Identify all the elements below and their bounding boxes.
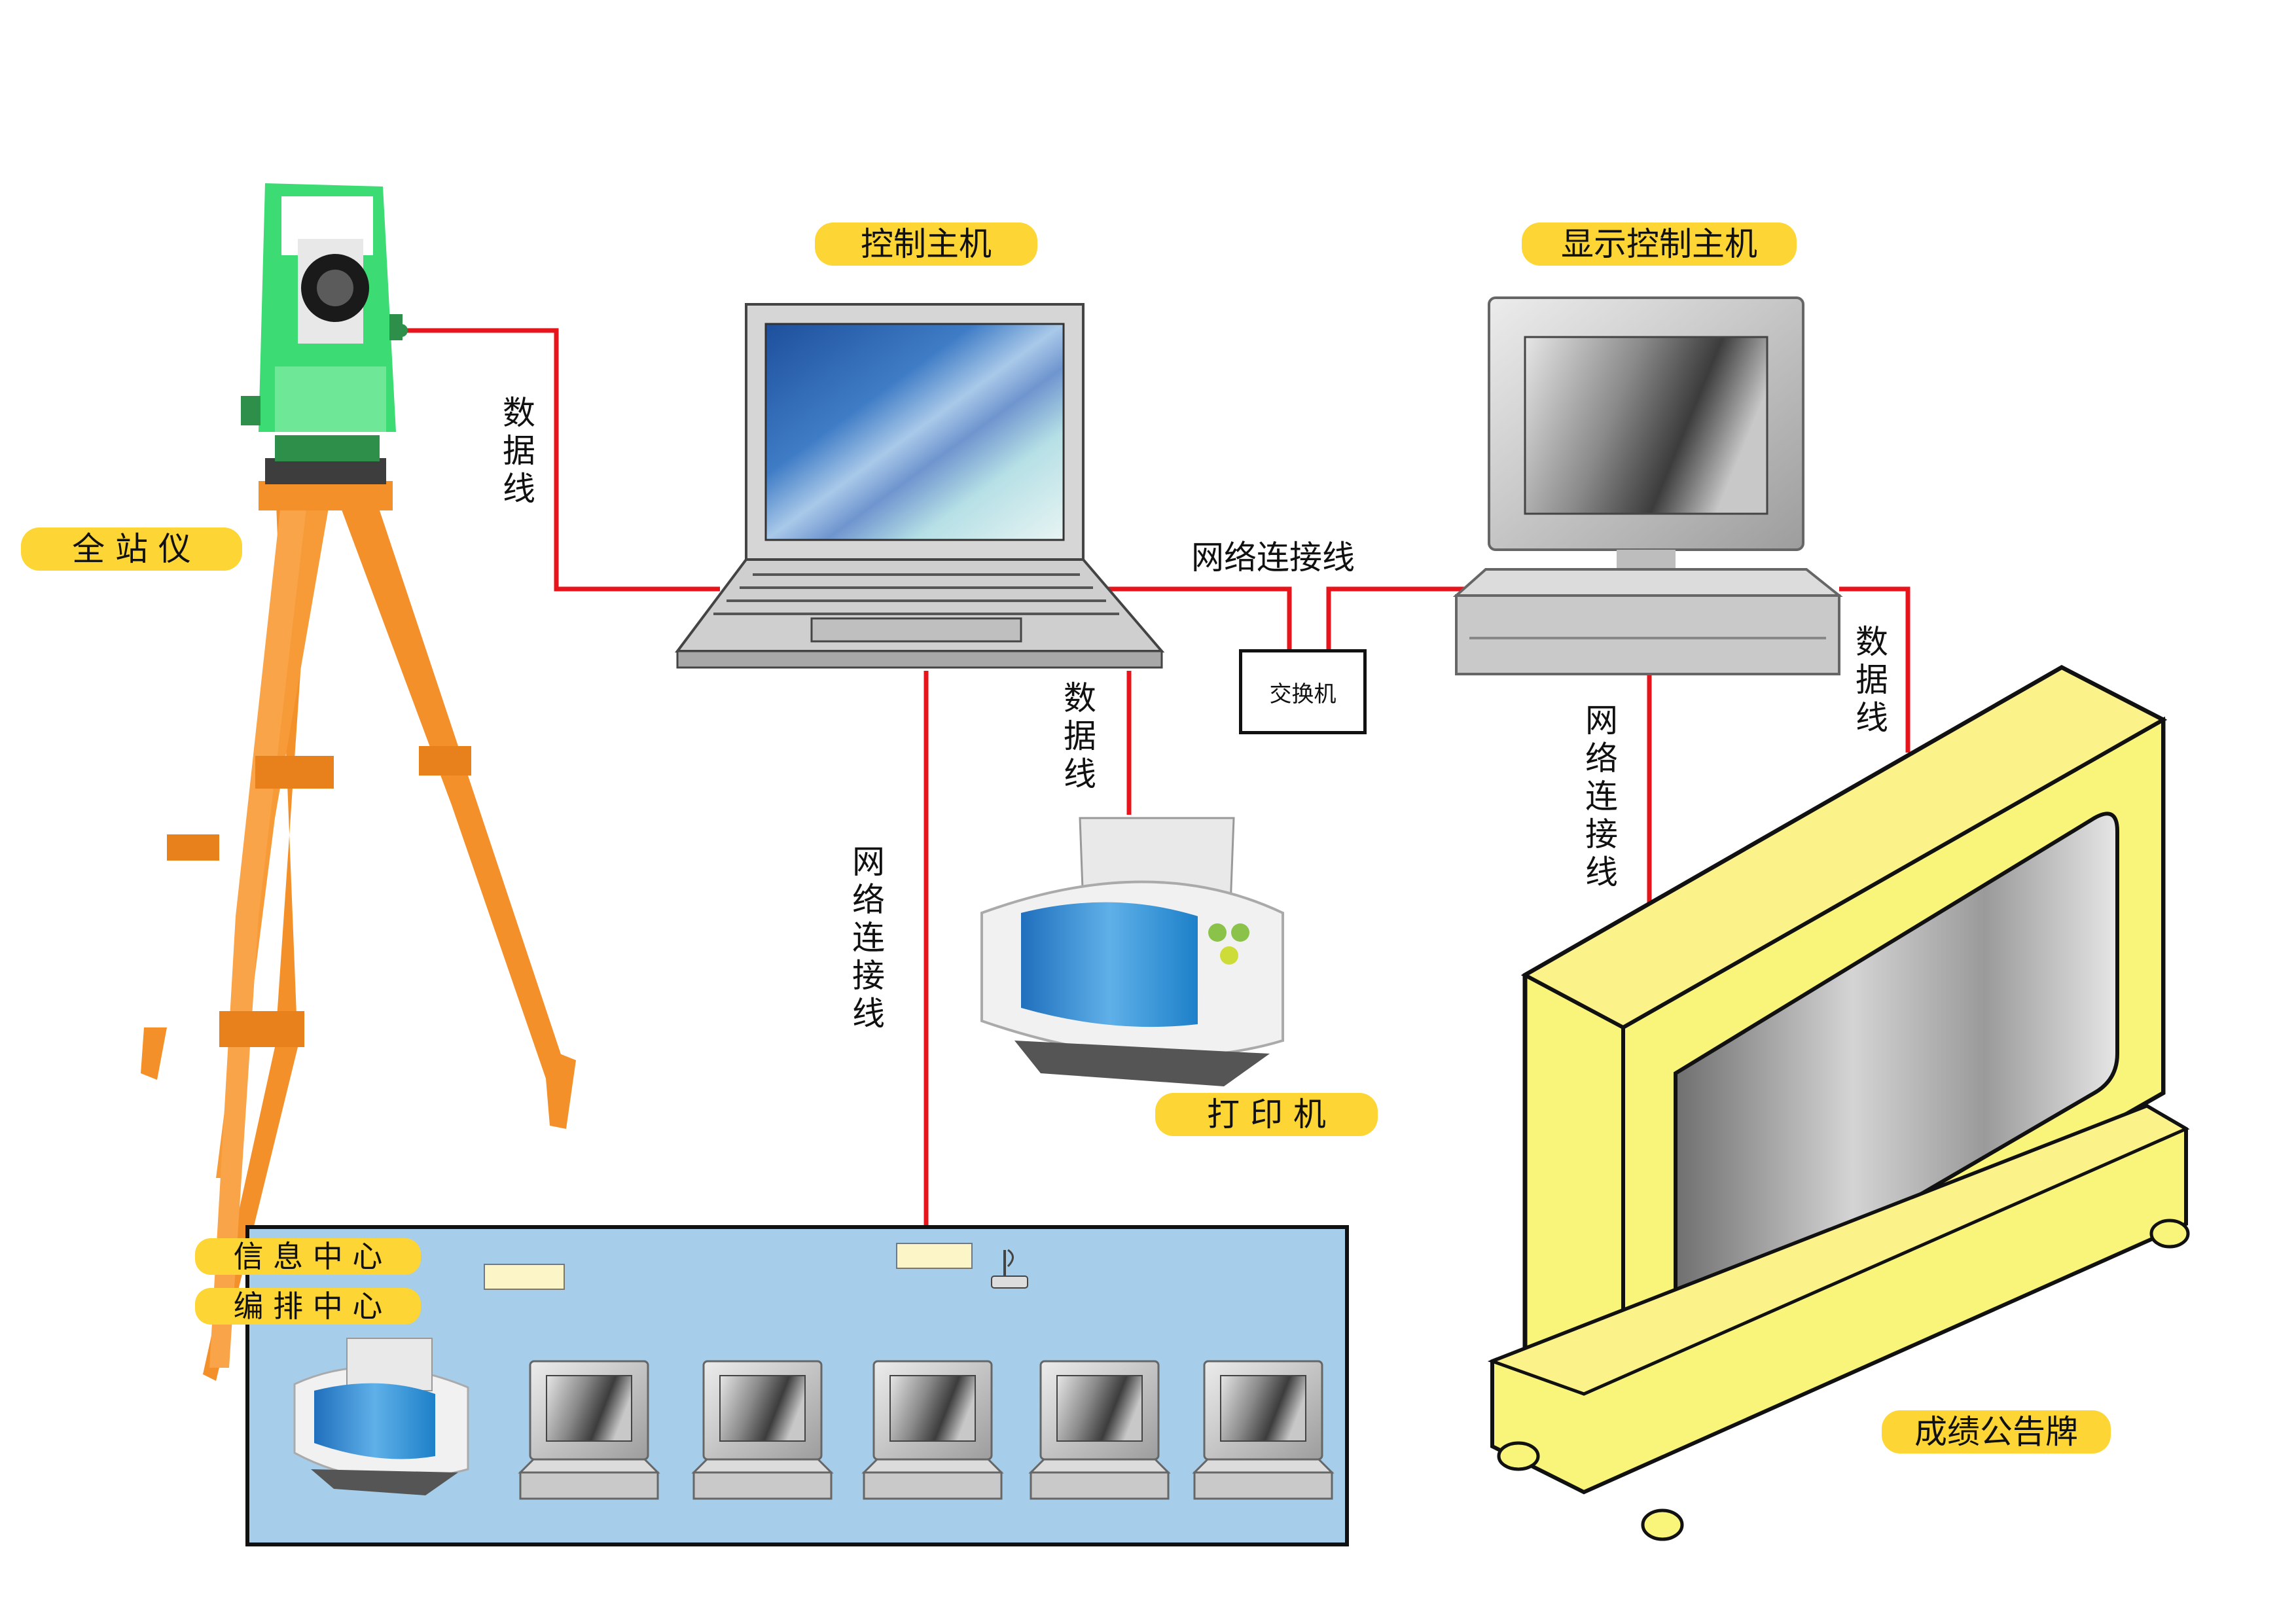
label-total-station: 全 站 仪 [21, 527, 242, 571]
laptop-illustration [675, 303, 1165, 669]
printer-illustration [980, 817, 1284, 1086]
label-printer: 打 印 机 [1155, 1093, 1378, 1136]
wire-label-network-line-vertical-2: 网络连接线 [1585, 702, 1618, 891]
workstation-3 [861, 1360, 1004, 1500]
total-station-illustration [141, 183, 576, 1381]
label-edit-center: 编 排 中 心 [195, 1288, 421, 1325]
label-control-host: 控制主机 [815, 223, 1037, 266]
label-scoreboard: 成绩公告牌 [1882, 1410, 2111, 1454]
workstation-2 [691, 1360, 834, 1500]
label-display-host: 显示控制主机 [1522, 223, 1797, 266]
wire-label-data-line-1: 数据线 [503, 394, 535, 508]
workstation-pcs [518, 1360, 1335, 1500]
workstation-5 [1192, 1360, 1335, 1500]
scoreboard-illustration [1487, 665, 2190, 1541]
workstation-4 [1028, 1360, 1171, 1500]
desktop-computer-illustration [1452, 296, 1843, 675]
wire-label-data-line-3: 数据线 [1856, 623, 1888, 737]
wire-label-network-line-vertical-1: 网络连接线 [852, 843, 885, 1033]
switch-box: 交换机 [1239, 649, 1367, 734]
label-info-center: 信 息 中 心 [195, 1238, 421, 1275]
wire-label-data-line-2: 数据线 [1064, 679, 1096, 793]
wire-label-network-line-horizontal: 网络连接线 [1191, 539, 1355, 577]
workstation-1 [518, 1360, 660, 1500]
